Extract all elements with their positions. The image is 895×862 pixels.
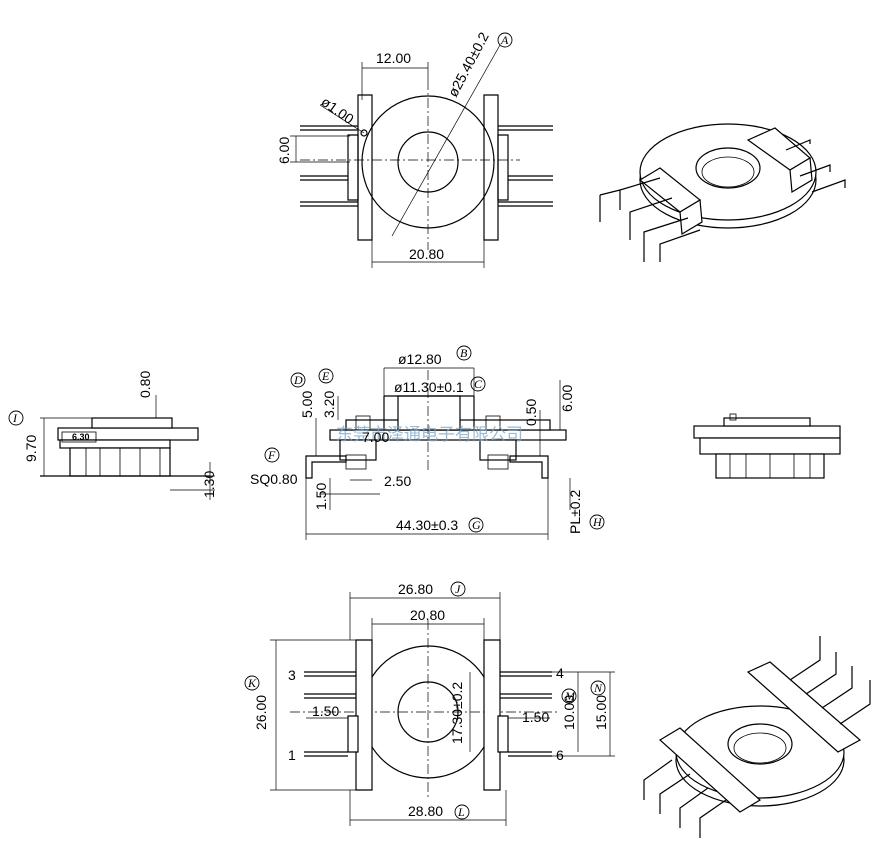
dim-bottom-1-50-left: 1.50	[312, 703, 339, 719]
callout-h-circle	[589, 514, 605, 530]
dim-bottom-28-80: 28.80	[408, 803, 443, 819]
dim-front-3-20: 3.20	[321, 391, 337, 418]
callout-a-circle	[497, 32, 513, 48]
callout-c-circle	[470, 376, 486, 392]
dim-side-6-30: 6.30	[72, 432, 90, 442]
callout-f-circle	[264, 447, 280, 463]
pin-label-3: 3	[288, 667, 296, 683]
callout-n: N	[593, 681, 603, 695]
bottom-view	[270, 592, 615, 826]
dim-side-0-80: 0.80	[137, 371, 153, 398]
callout-m: M	[564, 689, 576, 703]
callout-h: H	[592, 515, 603, 529]
callout-j: J	[455, 582, 461, 596]
callout-e-circle	[318, 368, 334, 384]
callout-b: B	[460, 346, 468, 360]
side-view-right	[693, 413, 841, 479]
watermark: 东莞市泽通电子有限公司	[336, 425, 523, 445]
callout-l-circle	[454, 804, 470, 820]
dim-width-top: 12.00	[376, 50, 411, 66]
dim-front-2-50: 2.50	[384, 473, 411, 489]
dim-front-1-50: 1.50	[313, 483, 329, 510]
callout-k-circle	[244, 675, 260, 691]
callout-b-circle	[456, 345, 472, 361]
dim-left-6: 6.00	[276, 137, 292, 164]
callout-f: F	[267, 448, 276, 462]
dim-bottom-17-30: 17.30±0.2	[449, 682, 465, 744]
dim-diameter: ø25.40±0.2	[445, 29, 492, 99]
callout-m-circle	[561, 688, 577, 704]
isometric-view-bottom	[643, 636, 871, 838]
callout-i: I	[12, 411, 18, 425]
callout-d-circle	[290, 372, 306, 388]
dim-bottom-26-80: 26.80	[398, 581, 433, 597]
callout-g-circle	[468, 517, 484, 533]
pin-label-6: 6	[556, 747, 564, 763]
dim-side-1-30: 1.30	[201, 471, 217, 498]
dim-front-6-00: 6.00	[559, 385, 575, 412]
callout-e: E	[321, 369, 330, 383]
dim-front-b: ø12.80	[398, 351, 442, 367]
dim-pin-diameter: ø1.00	[318, 93, 357, 127]
front-view	[305, 367, 571, 540]
isometric-view-top	[599, 123, 846, 262]
dim-bottom-26-00: 26.00	[253, 695, 269, 730]
dim-bottom-1-50-right: 1.50	[522, 709, 549, 725]
callout-c: C	[474, 377, 483, 391]
dim-bottom-15-00: 15.00	[593, 695, 609, 730]
callout-i-circle	[8, 410, 24, 426]
pin-label-1: 1	[288, 747, 296, 763]
dim-bottom-20-80: 20.80	[410, 607, 445, 623]
dim-side-9-70: 9.70	[23, 435, 39, 462]
callout-n-circle	[590, 680, 606, 696]
callout-l: L	[457, 805, 465, 819]
pin-label-4: 4	[556, 665, 564, 681]
callout-j-circle	[450, 581, 466, 597]
dim-front-pl: PL±0.2	[567, 490, 583, 534]
dim-front-c: ø11.30±0.1	[394, 379, 464, 395]
callout-a: A	[500, 33, 509, 47]
callout-k: K	[247, 676, 257, 690]
side-view-left	[40, 395, 215, 500]
dim-front-0-50: 0.50	[523, 399, 539, 426]
dim-front-sq: SQ0.80	[250, 471, 298, 487]
top-view	[290, 44, 553, 268]
callout-g: G	[472, 518, 481, 532]
dim-front-total: 44.30±0.3	[396, 517, 458, 533]
dim-front-5-00: 5.00	[299, 391, 315, 418]
dim-bottom-10-00: 10.00	[561, 695, 577, 730]
dim-front-7-00: 7.00	[362, 429, 389, 445]
dim-bottom-20-80: 20.80	[409, 246, 444, 262]
callout-d: D	[293, 373, 303, 387]
